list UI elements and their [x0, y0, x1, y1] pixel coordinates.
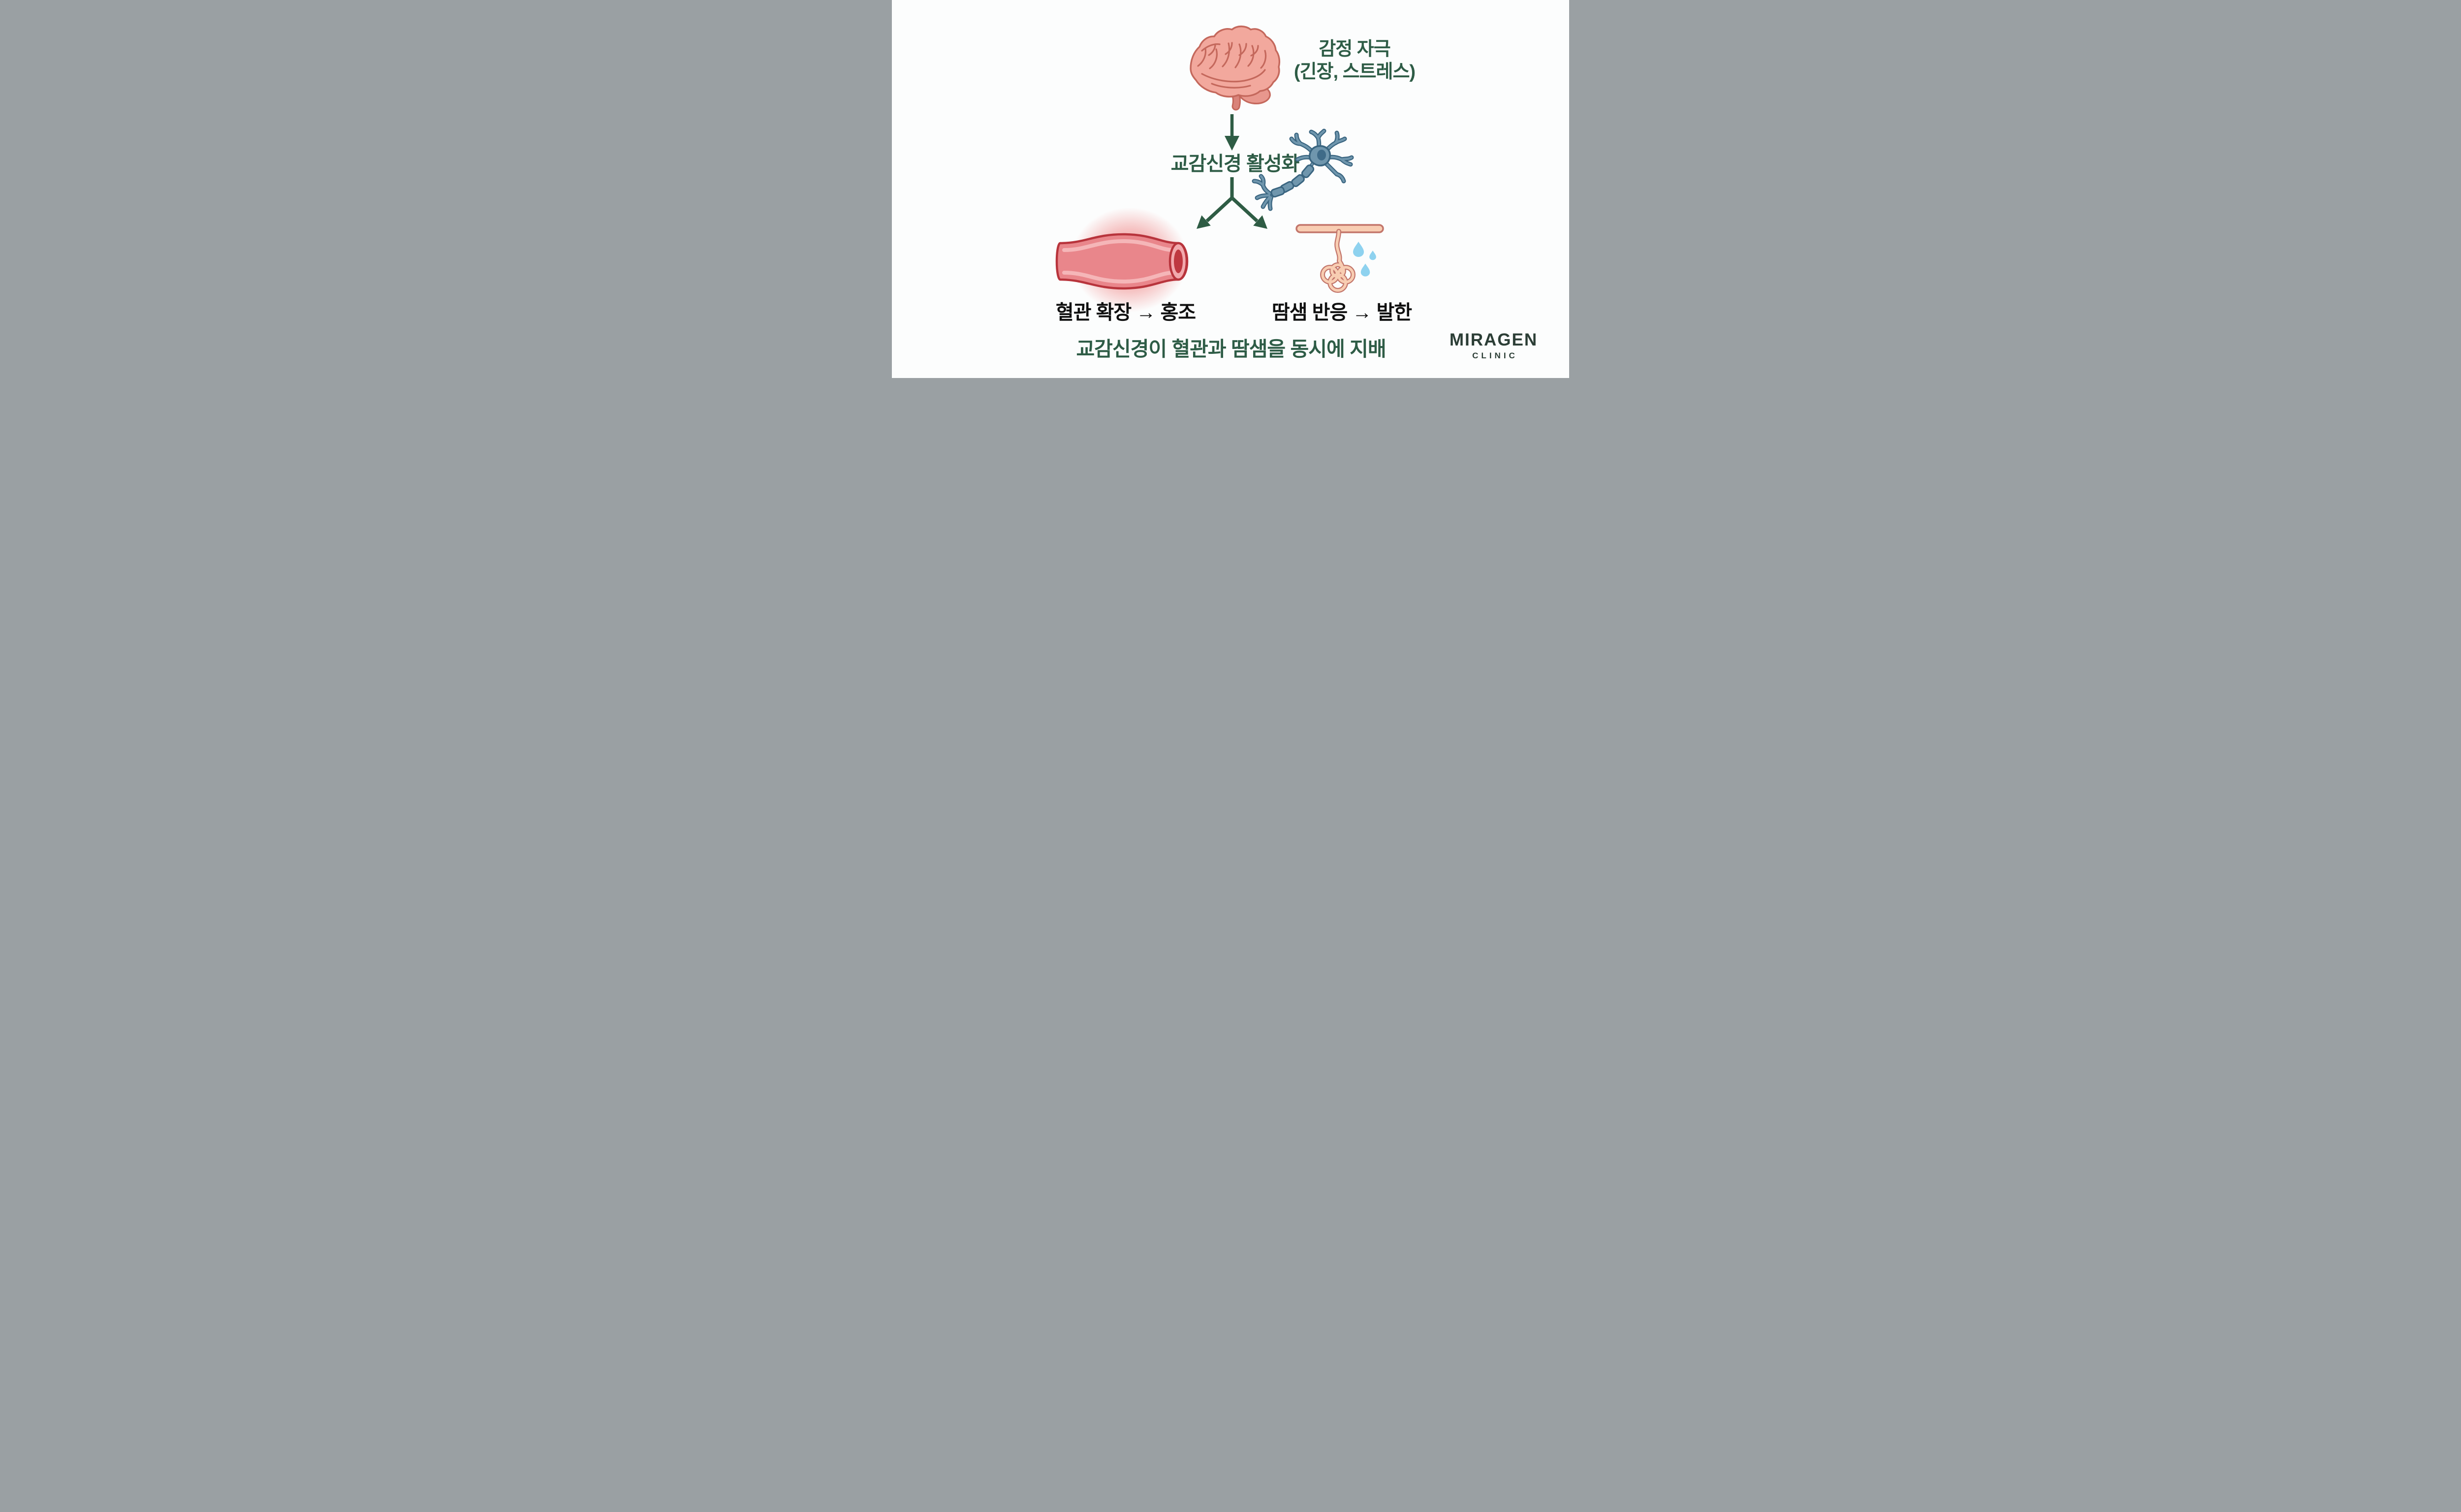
logo-name: MIRAGEN: [1449, 330, 1538, 349]
neuron-dendrites: [1252, 128, 1354, 211]
neuron-myelin-segments: [1270, 164, 1315, 198]
sweat-result-label: 땀샘 반응 → 발한: [1271, 302, 1412, 323]
miragen-clinic-logo: MIRAGEN CLINIC: [1441, 331, 1546, 361]
blood-vessel-icon: [1055, 233, 1189, 290]
gland-duct-fill: [1321, 230, 1355, 292]
vessel-result-label: 혈관 확장 → 홍조: [1055, 302, 1196, 323]
neuron-icon: [1252, 128, 1354, 211]
logo-sub: CLINIC: [1472, 351, 1518, 360]
down-arrow-icon: [1225, 114, 1239, 151]
conclusion-label: 교감신경이 혈관과 땀샘을 동시에 지배: [1076, 338, 1386, 360]
activation-label: 교감신경 활성화: [1170, 153, 1300, 175]
infographic-canvas: 감정 자극 (긴장, 스트레스) 교감신경 활성화: [892, 0, 1569, 378]
sweat-gland-icon: [1295, 224, 1384, 293]
stimulus-label: 감정 자극 (긴장, 스트레스): [1294, 39, 1416, 82]
vessel-lumen: [1174, 250, 1183, 273]
neuron-nucleus: [1317, 150, 1326, 160]
vessel-highlights: [1062, 239, 1175, 284]
sweat-droplets-icon: [1353, 242, 1376, 277]
brain-icon: [1190, 25, 1281, 111]
brain-gyri: [1197, 42, 1267, 89]
